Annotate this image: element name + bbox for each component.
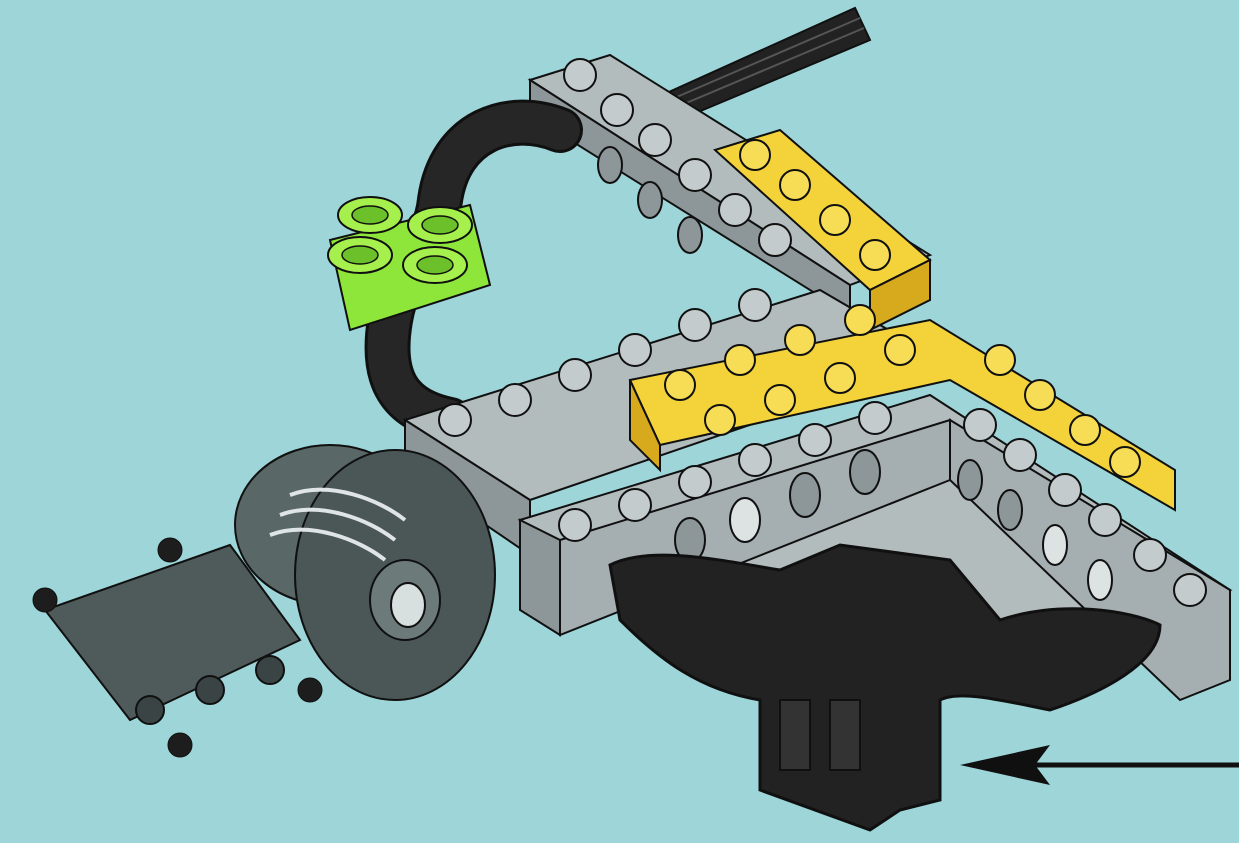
left-arrow-icon	[960, 745, 1239, 785]
dark-gray-motor	[33, 445, 495, 757]
lime-pin-connector	[328, 197, 490, 330]
